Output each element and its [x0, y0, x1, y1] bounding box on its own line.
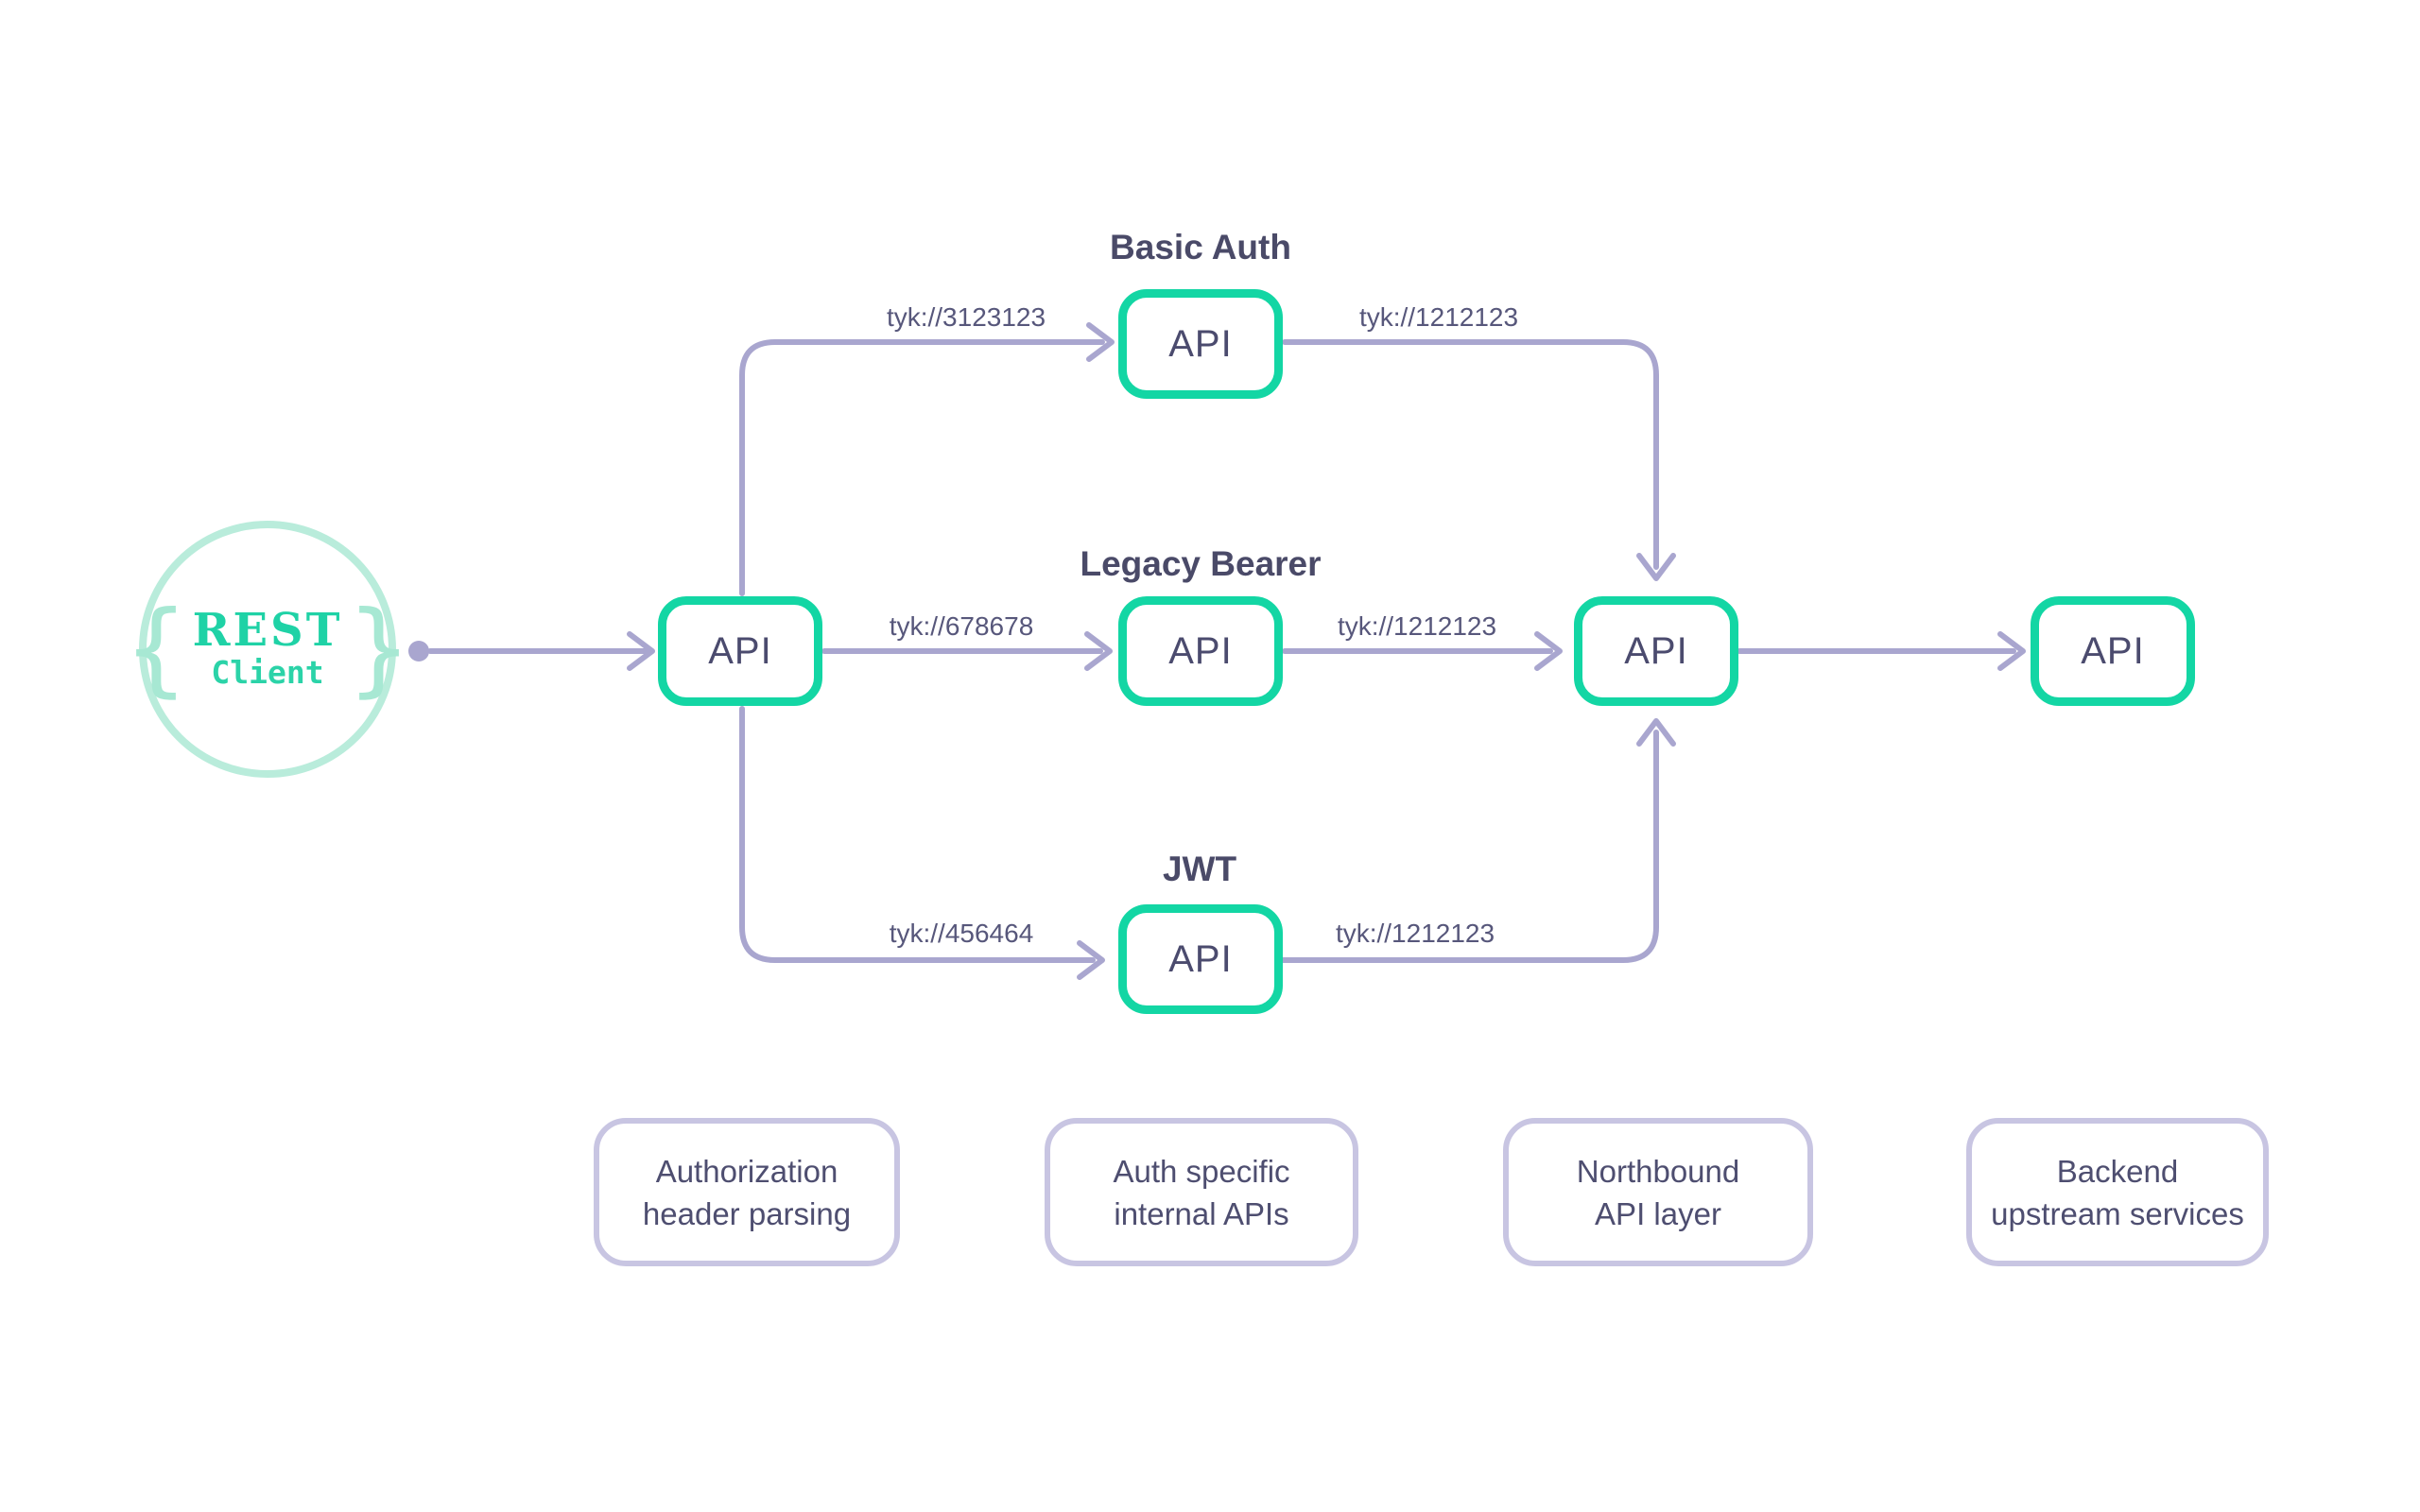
stage-box-northbound-api-layer: Northbound API layer — [1503, 1118, 1813, 1266]
edge-label-legacy-out: tyk://1212123 — [1337, 611, 1497, 641]
stage-box-backend-upstream-services: Backend upstream services — [1966, 1118, 2269, 1266]
stage-box-line: API layer — [1595, 1195, 1721, 1231]
edge-jwt-to-northbound — [1280, 730, 1659, 963]
stage-box-line: upstream services — [1991, 1195, 2244, 1231]
stage-box-authorization-header-parsing: Authorization header parsing — [594, 1118, 900, 1266]
edge-parser-to-basic — [739, 339, 1105, 596]
stage-box-line: header parsing — [642, 1195, 852, 1231]
rest-client-title: REST — [192, 604, 343, 657]
api-node-basic-auth: API — [1118, 289, 1283, 399]
api-node-jwt: API — [1118, 904, 1283, 1014]
brace-left-glyph: { — [125, 590, 187, 708]
api-node-auth-parsing: API — [658, 596, 822, 706]
stage-box-line: Backend — [2056, 1153, 2179, 1189]
edge-label-basic-out: tyk://1212123 — [1358, 302, 1519, 332]
group-title-jwt: JWT — [1162, 850, 1237, 888]
arrowhead-parser-to-basic — [1086, 322, 1115, 362]
stage-box-line: Northbound — [1576, 1153, 1740, 1189]
edge-label-to-basic: tyk://3123123 — [886, 302, 1046, 332]
stage-box-line: internal APIs — [1114, 1195, 1289, 1231]
arrowhead-client-to-parser — [627, 631, 655, 671]
api-node-backend: API — [2031, 596, 2195, 706]
arrowhead-northbound-to-backend — [1997, 631, 2026, 671]
api-node-northbound: API — [1574, 596, 1738, 706]
rest-client-label: REST Client — [193, 607, 343, 692]
edge-label-jwt-out: tyk://1212123 — [1335, 919, 1495, 948]
arrowhead-legacy-to-northbound — [1534, 631, 1563, 671]
rest-client-subtitle: Client — [211, 654, 324, 692]
edge-basic-to-northbound — [1282, 339, 1659, 570]
edge-label-to-jwt: tyk://456464 — [889, 919, 1034, 948]
group-title-legacy-bearer: Legacy Bearer — [1080, 544, 1322, 583]
stage-box-line: Authorization — [655, 1153, 838, 1189]
rest-client-node: { REST Client } — [126, 521, 409, 778]
edge-label-to-legacy: tyk://678678 — [889, 611, 1034, 641]
stage-box-auth-specific-internal-apis: Auth specific internal APIs — [1045, 1118, 1358, 1266]
arrowhead-parser-to-legacy — [1084, 631, 1113, 671]
brace-right-glyph: } — [348, 590, 410, 708]
group-title-basic-auth: Basic Auth — [1110, 228, 1291, 266]
arrowhead-jwt-to-northbound — [1636, 718, 1676, 747]
arrowhead-parser-to-jwt — [1077, 940, 1105, 980]
flow-start-dot — [408, 641, 429, 662]
api-node-legacy-bearer: API — [1118, 596, 1283, 706]
stage-box-line: Auth specific — [1113, 1153, 1290, 1189]
edge-parser-to-jwt — [739, 706, 1096, 963]
arrowhead-basic-to-northbound — [1636, 553, 1676, 581]
